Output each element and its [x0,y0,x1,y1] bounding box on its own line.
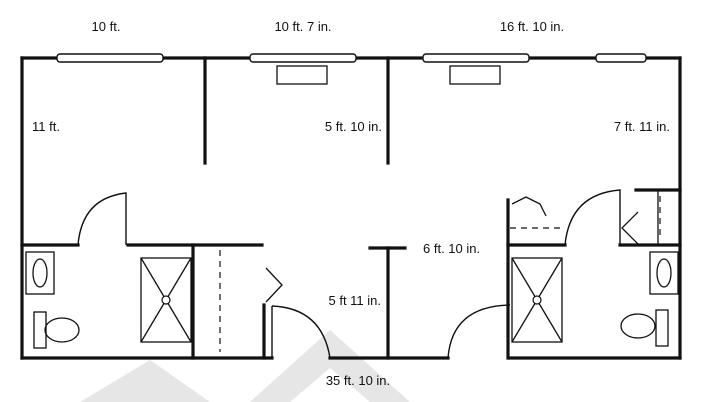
toilet-right [620,309,669,347]
dim-top-left: 10 ft. [92,19,121,34]
dim-top-right: 16 ft. 10 in. [500,19,564,34]
dim-middle-room: 5 ft. 10 in. [325,119,382,134]
door-swings [77,189,621,359]
toilet-left [33,311,80,349]
dimension-labels: 10 ft. 10 ft. 7 in. 16 ft. 10 in. 11 ft.… [32,19,670,388]
dim-closet: 5 ft 11 in. [328,293,381,308]
windows [56,53,647,63]
wall-units [276,65,501,85]
interior-walls [20,56,682,360]
dim-top-middle: 10 ft. 7 in. [274,19,331,34]
sink-right [649,251,679,295]
watermark [80,330,410,402]
closets [219,190,661,352]
shower-right [511,257,563,343]
exterior-walls [20,56,682,360]
dim-right-room: 7 ft. 11 in. [614,119,670,134]
sink-left [25,251,55,295]
shower-left [140,257,192,343]
dim-hall-partition: 6 ft. 10 in. [423,241,480,256]
dim-left-room: 11 ft. [32,119,60,134]
dim-overall: 35 ft. 10 in. [326,373,390,388]
